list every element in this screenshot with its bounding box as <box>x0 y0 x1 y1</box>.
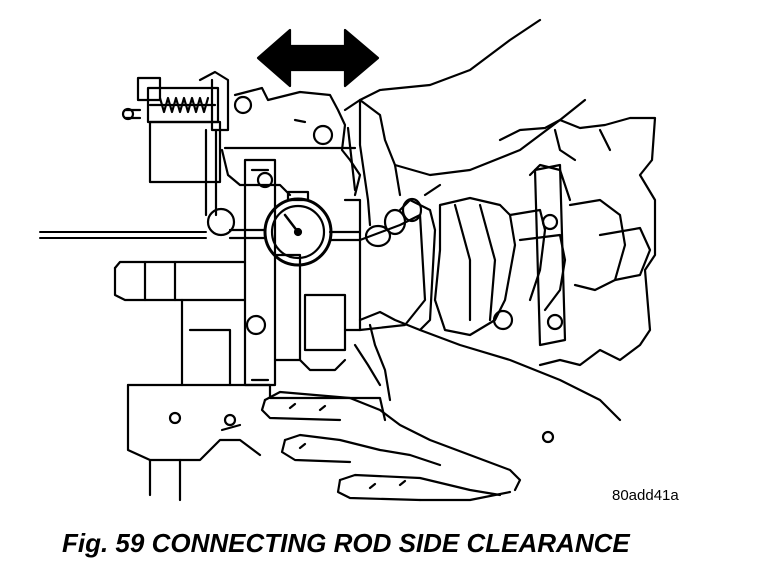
movement-arrow-icon <box>258 30 378 86</box>
figure-reference-code: 80add41a <box>612 487 679 504</box>
crankshaft <box>115 160 650 385</box>
figure-caption: Fig. 59 CONNECTING ROD SIDE CLEARANCE <box>62 528 630 558</box>
upper-hand <box>345 20 585 246</box>
lower-hand <box>262 312 620 500</box>
dial-indicator <box>40 72 360 265</box>
lower-block <box>128 300 553 500</box>
engine-block <box>222 88 655 365</box>
